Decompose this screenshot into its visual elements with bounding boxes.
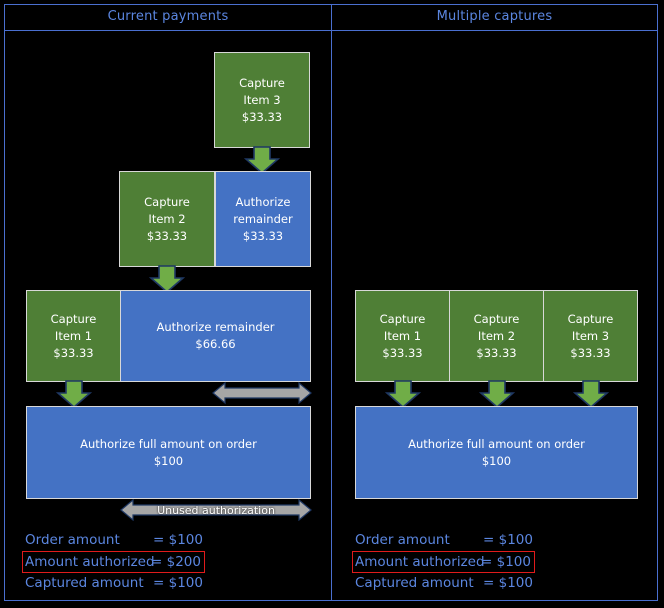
left-box-capture-item-1: Capture Item 1 $33.33 [26,290,121,382]
legend-row-order-amount: Order amount = $100 [355,530,645,551]
left-legend: Order amount = $100 Amount authorized = … [22,530,315,594]
box-line-2: Item 2 [477,328,516,343]
box-line-2: $100 [153,453,184,468]
left-box-authorize-remainder-66: Authorize remainder $66.66 [120,290,311,382]
box-line-2: Item 3 [571,328,610,343]
legend-label: Captured amount [355,575,474,591]
box-line-3: $33.33 [476,345,517,360]
box-line-1: Authorize full amount on order [408,436,585,451]
down-arrow-icon [149,265,185,293]
legend-value: = $100 [153,532,203,548]
legend-label: Amount authorized [355,554,485,570]
right-legend: Order amount = $100 Amount authorized = … [352,530,645,594]
left-box-authorize-remainder-33: Authorize remainder $33.33 [215,171,311,267]
box-line-2: Item 1 [383,328,422,343]
box-line-1: Capture [379,311,426,326]
legend-value: = $100 [481,554,531,570]
legend-value: = $100 [483,575,533,591]
legend-value: = $100 [153,575,203,591]
box-line-2: $100 [481,453,512,468]
unused-authorization-arrow-icon: Unused authorization [120,499,312,521]
legend-row-order-amount: Order amount = $100 [25,530,315,551]
box-line-2: Item 3 [243,92,281,107]
unused-authorization-label: Unused authorization [157,503,275,517]
box-line-1: Capture [239,75,285,90]
box-line-1: Authorize full amount on order [80,436,257,451]
down-arrow-icon [56,380,92,408]
box-line-3: $33.33 [146,228,188,243]
legend-row-amount-authorized: Amount authorized = $100 [352,551,535,573]
box-line-3: $33.33 [382,345,423,360]
down-arrow-icon [385,380,421,408]
legend-row-captured-amount: Captured amount = $100 [25,573,315,594]
remainder-span-arrow-icon [212,381,312,405]
right-box-capture-item-2: Capture Item 2 $33.33 [449,290,544,382]
box-line-3: $33.33 [241,109,283,124]
box-line-1: Authorize remainder [156,320,275,334]
legend-label: Order amount [25,532,120,548]
down-arrow-icon [573,380,609,408]
box-line-3: $33.33 [53,345,94,360]
legend-row-amount-authorized: Amount authorized = $200 [22,551,205,573]
left-box-capture-item-3: Capture Item 3 $33.33 [214,52,310,148]
right-box-authorize-full-amount: Authorize full amount on order $100 [355,406,638,499]
box-line-1: Capture [473,311,520,326]
right-box-capture-item-1: Capture Item 1 $33.33 [355,290,450,382]
down-arrow-icon [244,146,280,174]
legend-row-captured-amount: Captured amount = $100 [355,573,645,594]
column-divider [331,4,332,601]
box-line-1: Capture [567,311,614,326]
column-title-current-payments: Current payments [107,9,229,24]
legend-value: = $100 [483,532,533,548]
box-line-3: $33.33 [242,228,284,243]
box-line-1: Authorize [235,194,291,209]
legend-label: Order amount [355,532,450,548]
box-line-2: $66.66 [195,337,236,351]
left-box-authorize-full-amount: Authorize full amount on order $100 [26,406,311,499]
box-line-2: remainder [233,211,293,226]
box-line-2: Item 2 [148,211,186,226]
legend-value: = $200 [151,554,201,570]
box-line-1: Capture [144,194,190,209]
left-box-capture-item-2: Capture Item 2 $33.33 [119,171,215,267]
legend-label: Captured amount [25,575,144,591]
legend-label: Amount authorized [25,554,155,570]
box-line-3: $33.33 [570,345,611,360]
box-line-1: Capture [50,311,97,326]
right-box-capture-item-3: Capture Item 3 $33.33 [543,290,638,382]
box-line-2: Item 1 [54,328,93,343]
column-title-multiple-captures: Multiple captures [436,9,553,24]
down-arrow-icon [479,380,515,408]
